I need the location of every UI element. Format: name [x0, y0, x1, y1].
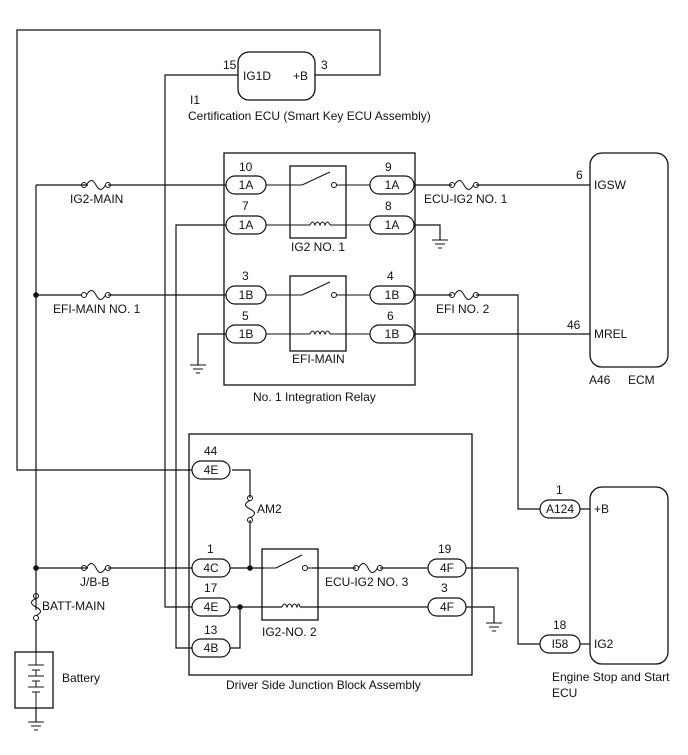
- pin-6: 6: [387, 309, 394, 323]
- pin-17: 17: [204, 581, 218, 595]
- ecm-name: ECM: [628, 373, 655, 387]
- pin-18: 18: [553, 618, 567, 632]
- integration-relay: 1A 10 1A 7 1A 9 1A 8 1B 3 1B 5 1B 4 1B 6…: [223, 152, 416, 404]
- pin-4: 4: [387, 269, 394, 283]
- fuse-am2-label: AM2: [257, 502, 282, 516]
- certification-ecu-name: Certification ECU (Smart Key ECU Assembl…: [188, 109, 431, 123]
- label-plus-b-engine: +B: [594, 502, 609, 516]
- wires: [16, 29, 590, 722]
- conn-1b-5: 1B: [239, 327, 254, 341]
- connector-id-i1: I1: [190, 93, 200, 107]
- fuse-ig2-main-label: IG2-MAIN: [70, 192, 123, 206]
- relay-efi-main-label: EFI-MAIN: [292, 352, 345, 366]
- conn-4f-3: 4F: [440, 600, 454, 614]
- pin-6-ecm: 6: [576, 168, 583, 182]
- conn-i58: I58: [552, 637, 569, 651]
- pin-1-a124: 1: [556, 483, 563, 497]
- fuse-ecu-ig2-no3-label: ECU-IG2 NO. 3: [325, 575, 409, 589]
- pin-9: 9: [385, 160, 392, 174]
- conn-4b-13: 4B: [204, 641, 219, 655]
- pin-44: 44: [204, 444, 218, 458]
- engine-stop-start-ecu: A124 1 +B I58 18 IG2 Engine Stop and Sta…: [539, 483, 670, 700]
- pin-1-jb: 1: [207, 542, 214, 556]
- fuse-symbols: [31, 180, 479, 621]
- label-ig1d: IG1D: [243, 69, 271, 83]
- label-ig2: IG2: [594, 637, 614, 651]
- ground-battery: [28, 721, 44, 731]
- conn-4e-17: 4E: [204, 600, 219, 614]
- fuse-labels: IG2-MAIN ECU-IG2 NO. 1 EFI-MAIN NO. 1 EF…: [42, 192, 508, 613]
- relay-ig2-no2-label: IG2-NO. 2: [262, 625, 317, 639]
- pin-46: 46: [567, 318, 581, 332]
- conn-4c-1: 4C: [203, 561, 219, 575]
- conn-4f-19: 4F: [440, 561, 454, 575]
- conn-1a-8: 1A: [385, 218, 400, 232]
- conn-a124: A124: [546, 502, 574, 516]
- label-igsw: IGSW: [594, 178, 627, 192]
- integration-relay-name: No. 1 Integration Relay: [253, 390, 376, 404]
- conn-1b-6: 1B: [385, 327, 400, 341]
- engine-ecu-name-line2: ECU: [552, 686, 577, 700]
- label-plus-b: +B: [293, 69, 308, 83]
- fuse-jb-b-label: J/B-B: [80, 575, 109, 589]
- pin-7: 7: [242, 199, 249, 213]
- conn-1a-9: 1A: [385, 178, 400, 192]
- ecm: 6 IGSW 46 MREL A46 ECM: [567, 152, 669, 387]
- junction-block-name: Driver Side Junction Block Assembly: [226, 678, 421, 692]
- ground-symbols: [28, 239, 502, 731]
- pin-13: 13: [204, 623, 218, 637]
- pin-15: 15: [223, 58, 237, 72]
- ground-relay2: [190, 364, 206, 374]
- pin-19: 19: [438, 542, 452, 556]
- relay-ig2-no1-label: IG2 NO. 1: [291, 240, 345, 254]
- fuse-batt-main-label: BATT-MAIN: [42, 599, 105, 613]
- engine-ecu-name-line1: Engine Stop and Start: [552, 670, 670, 684]
- junction-block: 4E 44 4C 1 4E 17 4B 13 4F 19 4F 3 IG2-NO…: [188, 433, 473, 692]
- junction-dots: [33, 292, 253, 610]
- conn-1b-3: 1B: [239, 288, 254, 302]
- label-mrel: MREL: [594, 327, 628, 341]
- pin-5: 5: [242, 309, 249, 323]
- pin-3-relay: 3: [242, 269, 249, 283]
- conn-1b-4: 1B: [385, 288, 400, 302]
- battery: Battery: [14, 651, 100, 709]
- battery-label: Battery: [62, 671, 100, 685]
- ground-junction: [486, 622, 502, 632]
- ground-relay1: [432, 239, 448, 249]
- pin-3: 3: [321, 58, 328, 72]
- connector-id-a46: A46: [589, 373, 611, 387]
- pin-10: 10: [239, 160, 253, 174]
- fuse-efi-no2-label: EFI NO. 2: [436, 302, 490, 316]
- pin-8: 8: [385, 199, 392, 213]
- fuse-efi-main-no1-label: EFI-MAIN NO. 1: [53, 302, 141, 316]
- fuse-ecu-ig2-no1-label: ECU-IG2 NO. 1: [424, 192, 508, 206]
- conn-1a-7: 1A: [239, 218, 254, 232]
- pin-3-jb: 3: [441, 581, 448, 595]
- conn-4e-44: 4E: [204, 463, 219, 477]
- conn-1a-10: 1A: [239, 178, 254, 192]
- certification-ecu: 15 IG1D 3 +B I1 Certification ECU (Smart…: [188, 51, 431, 123]
